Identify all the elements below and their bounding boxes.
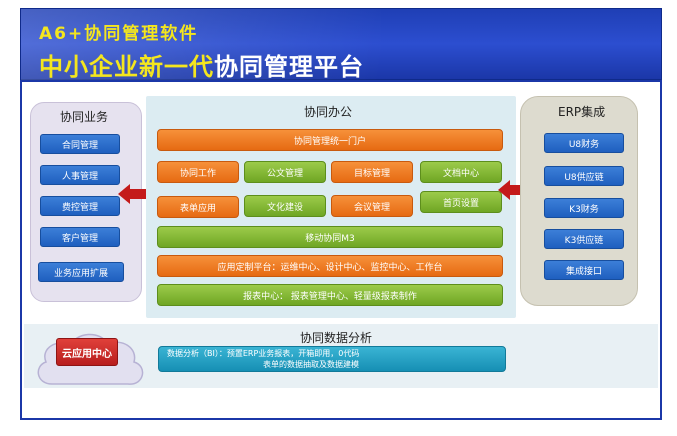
left-panel-title: 协同业务 xyxy=(60,110,109,124)
header-banner: A6+协同管理软件 中小企业新一代协同管理平台 xyxy=(20,8,662,82)
data-analysis-title: 协同数据分析 xyxy=(300,331,373,345)
custom-platform-bar[interactable]: 应用定制平台：运维中心、设计中心、监控中心、工作台 xyxy=(157,255,503,277)
module-collab-work[interactable]: 协同工作 xyxy=(157,161,239,183)
portal-bar[interactable]: 协同管理统一门户 xyxy=(157,129,503,151)
right-item-integration[interactable]: 集成接口 xyxy=(544,260,624,280)
right-panel-title: ERP集成 xyxy=(558,105,606,119)
module-culture[interactable]: 文化建设 xyxy=(244,195,326,217)
bi-line-2: 表单的数据抽取及数据建模 xyxy=(263,360,359,369)
bi-line-1: 数据分析（BI）：预置ERP业务报表，开箱即用，0代码 xyxy=(167,349,360,358)
right-item-u8-supply[interactable]: U8供应链 xyxy=(544,166,624,186)
title-highlight: 中小企业新一代 xyxy=(39,53,214,81)
cloud-app-center-button[interactable]: 云应用中心 xyxy=(56,338,118,366)
report-center-bar[interactable]: 报表中心： 报表管理中心、轻量级报表制作 xyxy=(157,284,503,306)
mobile-m3-bar[interactable]: 移动协同M3 xyxy=(157,226,503,248)
header-shine xyxy=(21,9,381,81)
module-document-mgmt[interactable]: 公文管理 xyxy=(244,161,326,183)
bi-analysis-bar[interactable]: 数据分析（BI）：预置ERP业务报表，开箱即用，0代码 表单的数据抽取及数据建模 xyxy=(158,346,506,372)
left-item-contract[interactable]: 合同管理 xyxy=(40,134,120,154)
module-goal-mgmt[interactable]: 目标管理 xyxy=(331,161,413,183)
module-form-app[interactable]: 表单应用 xyxy=(157,196,239,218)
right-item-u8-finance[interactable]: U8财务 xyxy=(544,133,624,153)
right-item-k3-finance[interactable]: K3财务 xyxy=(544,198,624,218)
left-item-expense[interactable]: 费控管理 xyxy=(40,196,120,216)
left-item-hr[interactable]: 人事管理 xyxy=(40,165,120,185)
product-name: A6+协同管理软件 xyxy=(39,24,199,44)
left-item-extension[interactable]: 业务应用扩展 xyxy=(38,262,124,282)
right-item-k3-supply[interactable]: K3供应链 xyxy=(544,229,624,249)
module-meeting-mgmt[interactable]: 会议管理 xyxy=(331,195,413,217)
left-item-customer[interactable]: 客户管理 xyxy=(40,227,120,247)
center-panel-title: 协同办公 xyxy=(304,105,353,119)
title-rest: 协同管理平台 xyxy=(214,53,364,81)
page-title: 中小企业新一代协同管理平台 xyxy=(39,47,364,82)
module-doc-center[interactable]: 文档中心 xyxy=(420,161,502,183)
module-homepage-settings[interactable]: 首页设置 xyxy=(420,191,502,213)
